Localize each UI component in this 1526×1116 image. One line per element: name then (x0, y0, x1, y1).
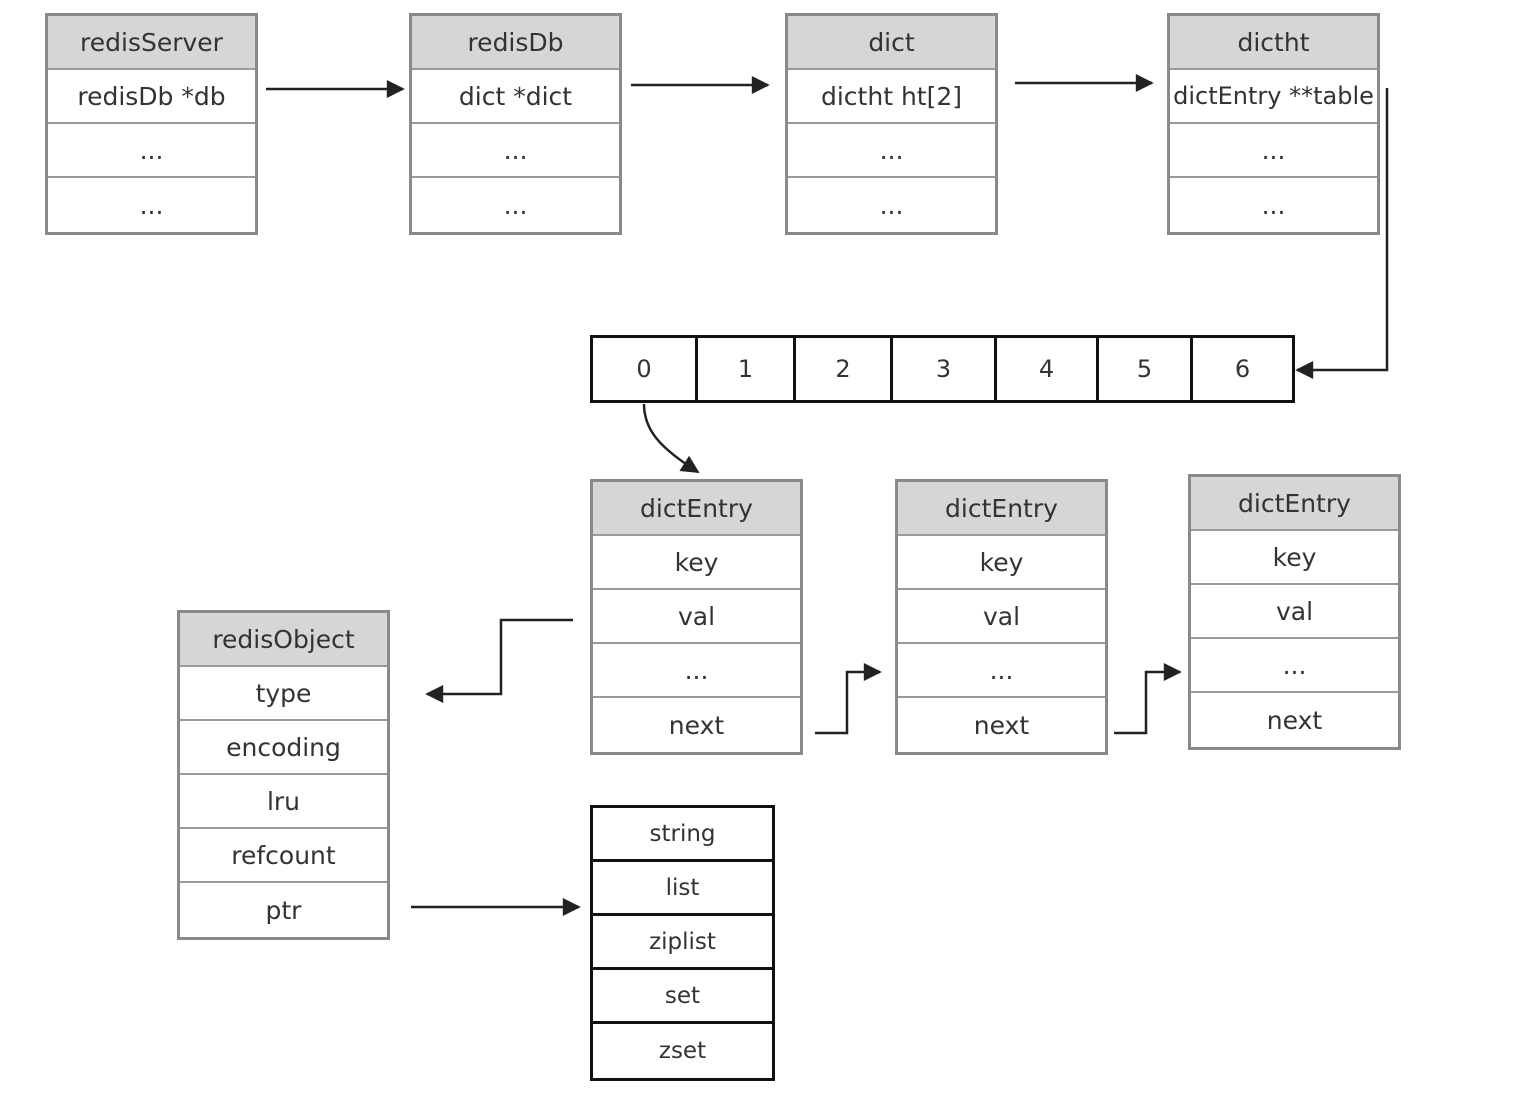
redisserver-header: redisServer (48, 16, 255, 70)
redisobject-field-ptr: ptr (265, 895, 302, 925)
dictht-struct: dictht dictEntry **table ... ... (1167, 13, 1380, 235)
encoding-item: zset (658, 1038, 707, 1064)
redisserver-field-ellipsis: ... (48, 124, 255, 178)
dictentry-field-key: key (898, 536, 1105, 590)
redisobject-header: redisObject (180, 613, 387, 667)
arrow-entry-val-to-object (425, 618, 573, 703)
redisdb-struct: redisDb dict *dict ... ... (409, 13, 622, 235)
dictentry-struct-1: dictEntry key val ... next (590, 479, 803, 755)
hash-table-bucket-array: 0 1 2 3 4 5 6 (590, 335, 1295, 403)
dictentry-header: dictEntry (1191, 477, 1398, 531)
redisserver-field-db: redisDb *db (48, 70, 255, 124)
redisdb-header: redisDb (412, 16, 619, 70)
arrow-entry1-next-to-entry2 (815, 663, 882, 735)
redisobject-field-type: type (180, 667, 387, 721)
redisdb-field-ellipsis: ... (412, 124, 619, 178)
dictentry-field-ellipsis: ... (898, 644, 1105, 698)
encoding-item: set (593, 970, 772, 1024)
redisobject-field-lru: lru (180, 775, 387, 829)
encoding-item: list (593, 862, 772, 916)
dictht-field-ellipsis: ... (1261, 190, 1286, 220)
dict-field-ellipsis: ... (788, 124, 995, 178)
encoding-type-list: string list ziplist set zset (590, 805, 775, 1081)
dictht-header: dictht (1170, 16, 1377, 70)
dictentry-field-next: next (1266, 705, 1323, 735)
dictentry-struct-2: dictEntry key val ... next (895, 479, 1108, 755)
redisobject-struct: redisObject type encoding lru refcount p… (177, 610, 390, 940)
bucket-cell: 6 (1234, 355, 1251, 383)
dictentry-field-key: key (593, 536, 800, 590)
dictentry-header: dictEntry (593, 482, 800, 536)
dictentry-struct-3: dictEntry key val ... next (1188, 474, 1401, 750)
arrow-bucket-to-entry (642, 403, 700, 474)
encoding-item: ziplist (593, 916, 772, 970)
encoding-item: string (593, 808, 772, 862)
bucket-cell: 2 (796, 338, 893, 400)
redisserver-field-ellipsis: ... (139, 190, 164, 220)
redisdb-field-dict: dict *dict (412, 70, 619, 124)
redisserver-struct: redisServer redisDb *db ... ... (45, 13, 258, 235)
redisobject-field-encoding: encoding (180, 721, 387, 775)
bucket-cell: 1 (698, 338, 796, 400)
arrow-table-to-buckets (1295, 88, 1389, 379)
dictentry-field-ellipsis: ... (593, 644, 800, 698)
dictentry-header: dictEntry (898, 482, 1105, 536)
dictentry-field-val: val (593, 590, 800, 644)
redisdb-field-ellipsis: ... (503, 190, 528, 220)
dictentry-field-val: val (898, 590, 1105, 644)
bucket-cell: 0 (593, 338, 698, 400)
dictentry-field-key: key (1191, 531, 1398, 585)
dictentry-field-next: next (668, 710, 725, 740)
bucket-cell: 3 (893, 338, 997, 400)
arrow-entry2-next-to-entry3 (1114, 663, 1182, 735)
dict-struct: dict dictht ht[2] ... ... (785, 13, 998, 235)
dictht-field-table: dictEntry **table (1170, 70, 1377, 124)
dict-field-ellipsis: ... (879, 190, 904, 220)
dictht-field-ellipsis: ... (1170, 124, 1377, 178)
bucket-cell: 5 (1099, 338, 1193, 400)
dict-field-ht: dictht ht[2] (788, 70, 995, 124)
redisobject-field-refcount: refcount (180, 829, 387, 883)
dictentry-field-next: next (973, 710, 1030, 740)
dictentry-field-ellipsis: ... (1191, 639, 1398, 693)
dict-header: dict (788, 16, 995, 70)
bucket-cell: 4 (997, 338, 1099, 400)
dictentry-field-val: val (1191, 585, 1398, 639)
